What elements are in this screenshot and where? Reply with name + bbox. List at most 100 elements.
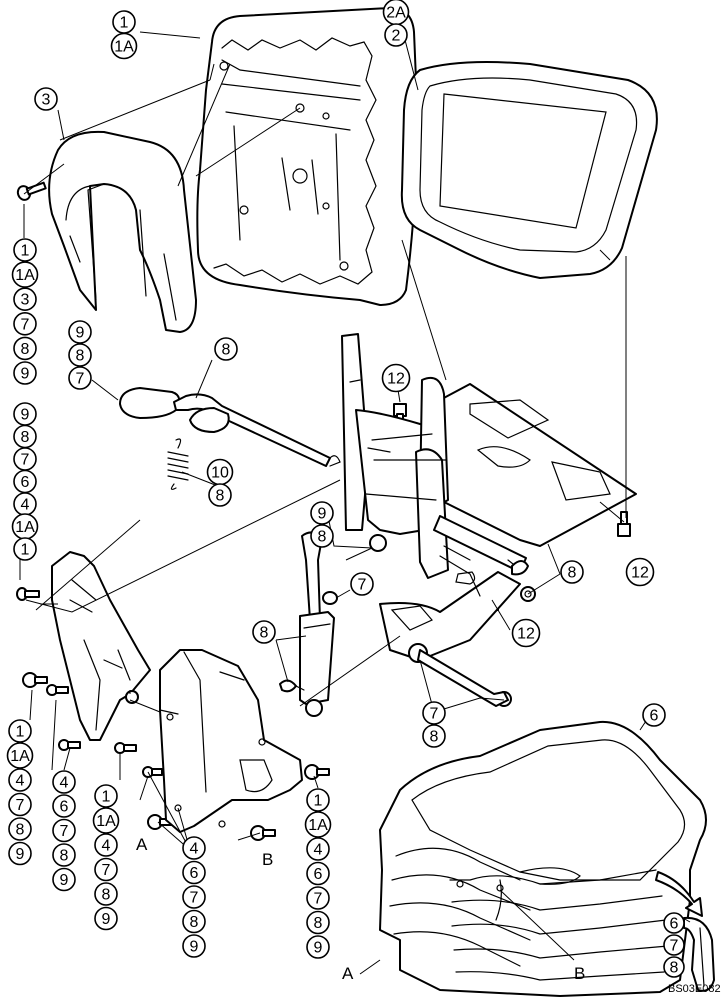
callout-label: 7 bbox=[670, 938, 679, 955]
callout-seat-back-1: 1 bbox=[112, 10, 136, 34]
ref-letter-a-panel: A bbox=[136, 835, 148, 854]
callout-label: 4 bbox=[102, 838, 111, 855]
screw-panel-2 bbox=[46, 684, 69, 696]
callout-lever-hw-1: 9 bbox=[68, 320, 92, 344]
callout-back-cover-hw-5: 8 bbox=[13, 336, 37, 361]
callout-label: 8 bbox=[670, 960, 679, 977]
callout-label: 4 bbox=[60, 775, 69, 792]
callout-label: 1A bbox=[15, 519, 35, 536]
screw-left-bracket bbox=[16, 587, 40, 601]
callout-label: 8 bbox=[318, 529, 327, 546]
callout-label: 8 bbox=[102, 887, 111, 904]
left-side-bracket bbox=[51, 551, 151, 741]
callout-shock-1: 8 bbox=[252, 620, 276, 644]
callout-label: 8 bbox=[430, 729, 439, 746]
callout-panel-mid-stack-1: 6 bbox=[52, 794, 76, 818]
callout-left-stack-1: 9 bbox=[13, 402, 37, 426]
callout-back-cover-hw-6: 9 bbox=[13, 361, 37, 385]
callout-shock-nut-1: 7 bbox=[350, 572, 374, 596]
screw-right-panel bbox=[304, 764, 330, 780]
callout-lower-stack-5: 9 bbox=[182, 934, 206, 958]
callout-back-cover-hw-1: 1 bbox=[13, 238, 37, 262]
callout-label: 2A bbox=[386, 5, 406, 22]
callout-bracket-bolt-c-1: 12 bbox=[511, 618, 541, 648]
callout-label: 6 bbox=[60, 799, 69, 816]
callout-label: 10 bbox=[211, 465, 229, 482]
callout-label: 6 bbox=[650, 708, 659, 725]
callout-label: 1A bbox=[114, 39, 134, 56]
figure-code: BS03E082 bbox=[668, 983, 721, 995]
bolt-right bbox=[617, 511, 631, 537]
callout-lower-stack-1: 4 bbox=[182, 836, 206, 860]
callout-right-stack-3: 4 bbox=[306, 837, 330, 861]
return-spring bbox=[167, 438, 189, 490]
callout-panel-mid-stack-3: 8 bbox=[52, 843, 76, 867]
callout-strap-2: 7 bbox=[663, 934, 685, 956]
callout-label: 6 bbox=[314, 866, 323, 883]
callout-label: 6 bbox=[670, 916, 679, 933]
callout-lower-stack-2: 6 bbox=[182, 860, 206, 885]
callout-label: 4 bbox=[190, 841, 199, 858]
callout-left-panel-stack-5: 8 bbox=[8, 817, 32, 841]
ref-letter-b-panel: B bbox=[262, 850, 273, 869]
callout-label: 7 bbox=[102, 862, 111, 879]
screw-lower-a bbox=[142, 766, 163, 778]
screw-panel-1 bbox=[22, 672, 48, 688]
callout-right-stack-5: 7 bbox=[306, 886, 330, 910]
callout-label: 7 bbox=[21, 452, 30, 469]
callout-bushing-1: 9 bbox=[310, 501, 334, 525]
callout-label: 4 bbox=[314, 842, 323, 859]
callout-seat-cushion-2: 2 bbox=[384, 23, 408, 47]
callout-label: 6 bbox=[190, 865, 199, 882]
shock-absorber bbox=[279, 531, 335, 717]
callout-right-stack-7: 9 bbox=[306, 935, 330, 959]
seat-cushion bbox=[400, 61, 658, 279]
screw-panel-3 bbox=[58, 739, 81, 751]
callout-left-panel-stack-3: 4 bbox=[8, 768, 32, 792]
callout-right-stack-1: 1 bbox=[306, 788, 330, 812]
callout-pin-2: 8 bbox=[422, 724, 446, 748]
ref-letter-b-boot: B bbox=[574, 964, 585, 983]
callout-label: 9 bbox=[60, 872, 69, 889]
callout-left-panel-stack-2: 1A bbox=[6, 742, 34, 769]
callout-label: 3 bbox=[21, 292, 30, 309]
callout-label: 9 bbox=[21, 407, 30, 424]
callout-boot-1: 6 bbox=[642, 703, 666, 727]
callout-center-stack-5: 8 bbox=[94, 882, 118, 906]
callout-label: 1 bbox=[314, 793, 323, 810]
callout-strap-1: 6 bbox=[663, 912, 685, 934]
callout-center-stack-1: 1 bbox=[94, 784, 118, 808]
curved-arrow bbox=[655, 871, 703, 917]
callout-left-stack-4: 6 bbox=[13, 469, 37, 494]
callout-label: 9 bbox=[16, 846, 25, 863]
callout-pin-1: 7 bbox=[422, 701, 446, 725]
callout-label: 7 bbox=[430, 706, 439, 723]
callout-bracket-bolt-b-1: 12 bbox=[625, 557, 655, 587]
callout-label: 1 bbox=[120, 15, 129, 32]
callout-label: 4 bbox=[16, 773, 25, 790]
callout-bracket-bolt-a-1: 12 bbox=[381, 363, 411, 393]
callout-left-stack-7: 1 bbox=[13, 537, 37, 561]
callout-label: 12 bbox=[631, 565, 649, 582]
callout-label: 7 bbox=[60, 823, 69, 840]
callout-label: 7 bbox=[314, 891, 323, 908]
callout-label: 7 bbox=[190, 890, 199, 907]
callout-label: 1 bbox=[21, 542, 30, 559]
callout-label: 9 bbox=[318, 506, 327, 523]
callout-label: 12 bbox=[387, 371, 405, 388]
screw-panel-4 bbox=[114, 742, 137, 754]
callout-label: 7 bbox=[21, 316, 30, 333]
leader-lines bbox=[19, 31, 691, 975]
callout-spring-2: 8 bbox=[208, 483, 232, 507]
callout-lower-stack-3: 7 bbox=[182, 885, 206, 909]
callout-label: 6 bbox=[21, 474, 30, 491]
callout-label: 1 bbox=[102, 789, 111, 806]
callout-label: 8 bbox=[21, 341, 30, 358]
callout-label: 9 bbox=[314, 940, 323, 957]
callout-bubbles: 11A2A2311A37899878108987641A112121289878… bbox=[6, 0, 685, 978]
callout-label: 12 bbox=[517, 626, 535, 643]
callout-left-stack-2: 8 bbox=[13, 424, 37, 449]
callout-spring-1: 10 bbox=[206, 458, 234, 486]
